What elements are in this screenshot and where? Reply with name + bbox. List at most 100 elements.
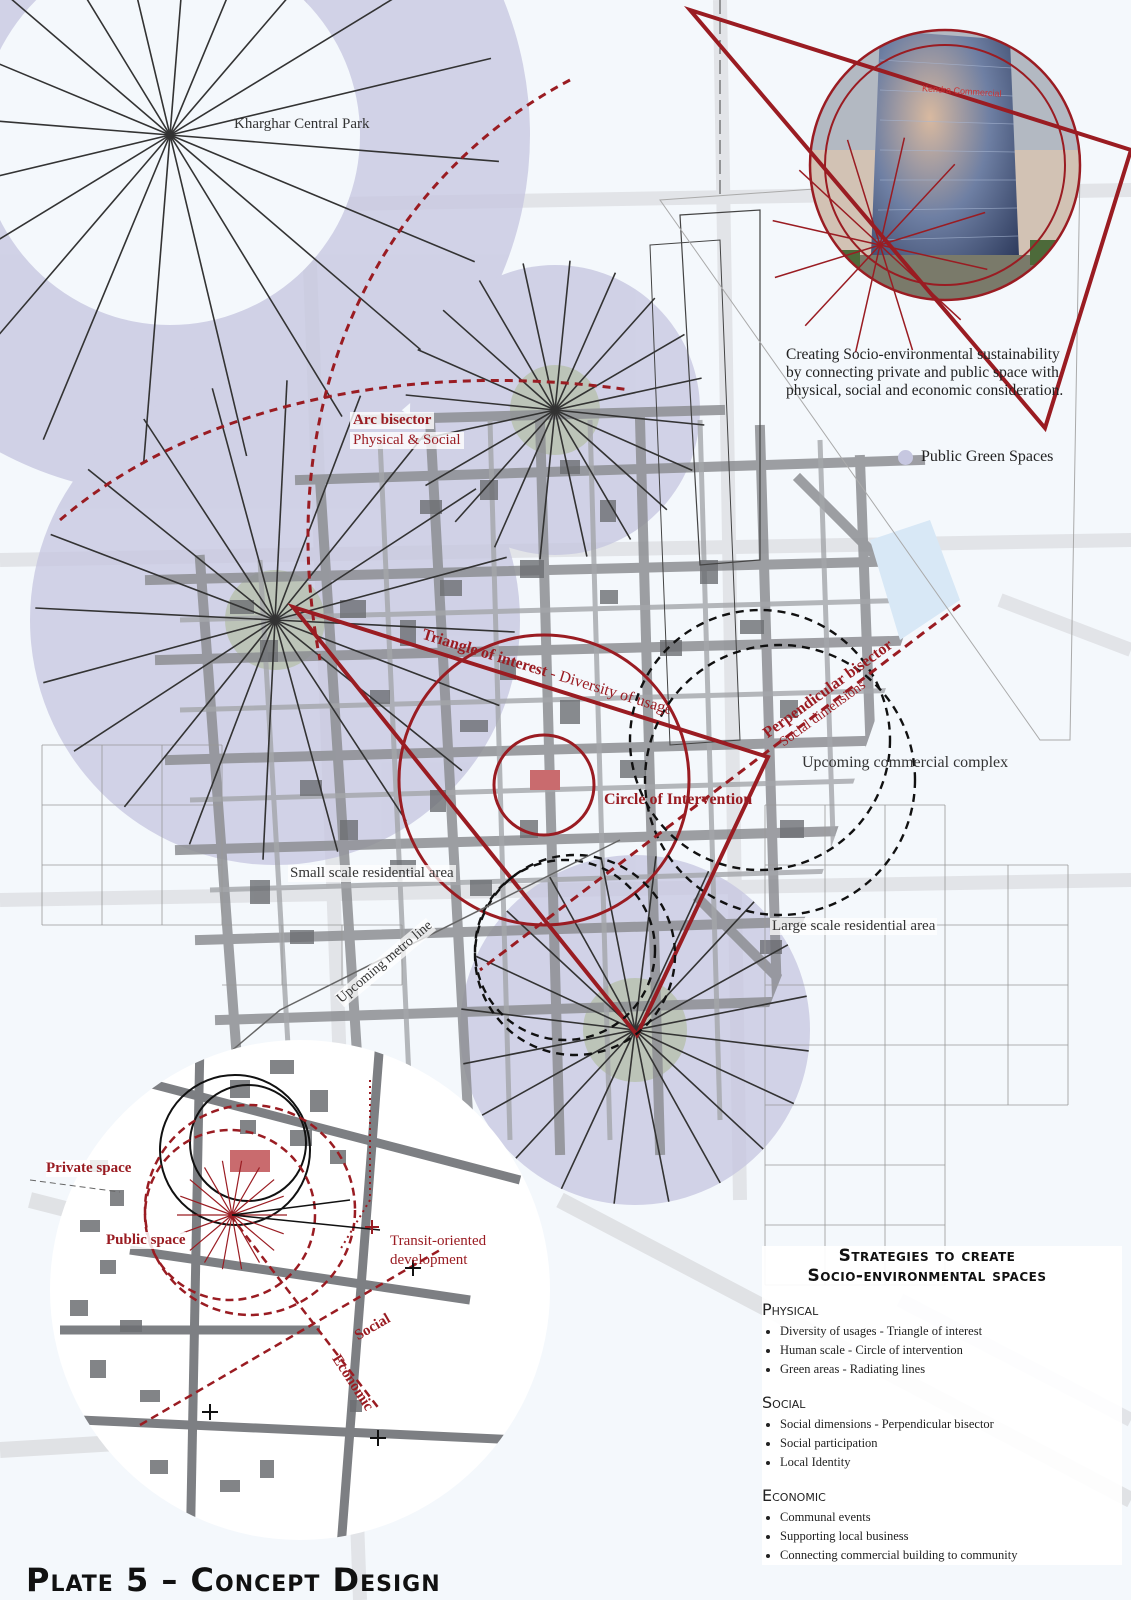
spoke-line <box>169 0 182 136</box>
caption-line-1: Creating Socio-environmental sustainabil… <box>786 346 1060 363</box>
spoke-line <box>35 607 276 621</box>
spoke-line <box>554 409 588 557</box>
spoke-line <box>554 409 668 511</box>
render-frame <box>683 5 1131 433</box>
spoke-line <box>798 169 881 246</box>
spoke-line <box>274 619 339 852</box>
social-list: Social dimensions - Perpendicular bisect… <box>762 1415 1122 1472</box>
spoke-line <box>634 1029 721 1184</box>
spoke-line <box>554 377 702 411</box>
spoke-line <box>554 272 617 411</box>
spoke-line <box>0 134 171 335</box>
spoke-line <box>515 1029 636 1159</box>
caption-line-3: physical, social and economic considerat… <box>786 382 1064 399</box>
spoke-line <box>169 134 499 163</box>
arc-bisector <box>59 78 631 661</box>
spoke-line <box>0 120 171 136</box>
spoke-line <box>560 1029 636 1190</box>
spoke-line <box>169 0 287 136</box>
spoke-line <box>539 409 556 560</box>
spoke-line <box>879 163 956 246</box>
spoke-line <box>0 63 171 136</box>
spoke-line <box>879 244 988 271</box>
spoke-line <box>274 432 427 621</box>
transit-label-2: development <box>390 1252 468 1268</box>
spoke-line <box>231 1179 275 1216</box>
spoke-line <box>203 1167 233 1216</box>
spoke-line <box>634 856 657 1031</box>
spoke-line <box>634 1029 809 1052</box>
spoke-line <box>478 280 556 411</box>
spoke-line <box>143 418 276 621</box>
spoke-line <box>169 0 393 136</box>
spoke-line <box>231 1167 261 1216</box>
spoke-line <box>554 333 685 411</box>
plus-markers <box>202 1220 421 1446</box>
spoke-line <box>493 409 556 548</box>
park-label: Kharghar Central Park <box>234 116 370 132</box>
intervention-circle-outer <box>397 633 691 927</box>
spoke-line <box>554 409 693 472</box>
spoke-line <box>772 219 881 246</box>
list-item: Supporting local business <box>780 1527 1122 1546</box>
strategies-title-line-2: Socio-environmental spaces <box>807 1266 1047 1286</box>
spoke-line <box>846 139 881 246</box>
spoke-line <box>0 134 171 240</box>
arc-bisector-title: Arc bisector <box>350 412 435 429</box>
radiating-lines <box>0 0 809 1204</box>
spoke-line <box>634 1029 670 1202</box>
list-item: Diversity of usages - Triangle of intere… <box>780 1322 1122 1341</box>
spoke-line <box>634 995 807 1031</box>
spoke-line <box>634 1029 795 1105</box>
spoke-line <box>231 1214 275 1251</box>
spoke-line <box>274 556 507 621</box>
spoke-line <box>634 870 710 1031</box>
strategies-panel: Strategies to create Socio-environmental… <box>762 1246 1122 1565</box>
list-item: Green areas - Radiating lines <box>780 1360 1122 1379</box>
spoke-line <box>475 955 636 1031</box>
spoke-line <box>274 488 477 621</box>
economic-heading: Economic <box>762 1486 826 1505</box>
spoke-line <box>262 619 276 860</box>
spoke-line <box>417 348 556 411</box>
render-spokes <box>772 137 988 353</box>
spoke-line <box>231 1195 284 1216</box>
spoke-line <box>804 244 881 327</box>
spoke-line <box>554 409 705 426</box>
spoke-line <box>879 211 986 246</box>
spoke-line <box>231 1214 284 1235</box>
spoke-line <box>86 0 171 136</box>
spoke-line <box>442 309 556 411</box>
spoke-line <box>879 244 914 351</box>
perpendicular-bisector <box>479 603 961 972</box>
spoke-line <box>600 858 636 1031</box>
spoke-line <box>169 134 422 351</box>
triangle-of-interest <box>287 603 771 1039</box>
spoke-line <box>549 876 636 1031</box>
spoke-line <box>554 409 632 540</box>
spoke-line <box>231 1214 243 1270</box>
legend-label: Public Green Spaces <box>921 448 1054 465</box>
public-space-label: Public space <box>106 1232 186 1249</box>
spoke-line <box>274 619 463 772</box>
large-residential-label: Large scale residential area <box>770 918 938 935</box>
spoke-line <box>879 244 962 321</box>
spoke-line <box>461 1008 636 1031</box>
physical-heading: Physical <box>762 1300 819 1319</box>
spoke-line <box>221 1160 233 1216</box>
spoke-line <box>189 1179 233 1216</box>
spoke-line <box>169 134 343 418</box>
spoke-line <box>454 409 556 523</box>
list-item: Local Identity <box>780 1453 1122 1472</box>
inset-detail <box>50 1040 550 1540</box>
circle-intervention-label: Circle of Intervention <box>604 791 753 808</box>
spoke-line <box>231 1160 243 1216</box>
spoke-line <box>203 1214 233 1263</box>
spoke-line <box>169 0 228 136</box>
spoke-line <box>142 134 171 464</box>
spoke-line <box>231 1214 261 1263</box>
spoke-line <box>481 1029 636 1116</box>
spoke-line <box>180 1195 233 1216</box>
spoke-line <box>169 134 248 457</box>
spoke-line <box>0 134 171 177</box>
